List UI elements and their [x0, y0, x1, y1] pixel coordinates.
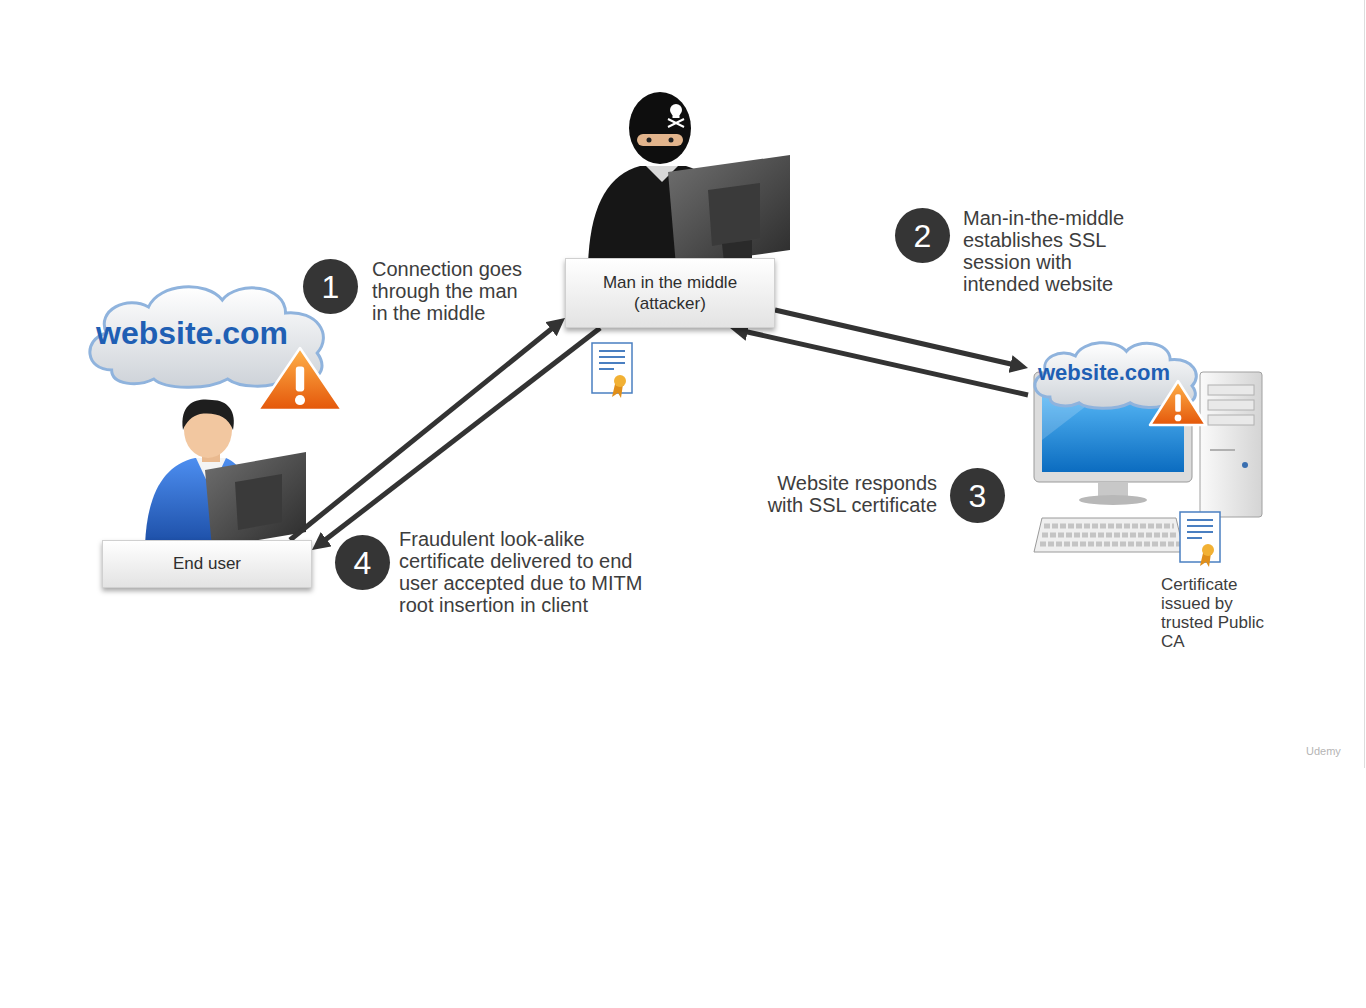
crossbone	[668, 119, 684, 127]
attacker-balaclava	[629, 92, 691, 164]
certificate-line	[599, 350, 625, 352]
crossbone	[668, 119, 684, 127]
warning-icon	[1150, 381, 1206, 425]
certificate-icon	[1180, 512, 1220, 562]
warning-mark	[1175, 394, 1181, 412]
drive-bay	[1208, 385, 1254, 395]
user-hair	[183, 399, 234, 430]
warning-dot	[1175, 415, 1182, 422]
certificate-line	[599, 356, 625, 358]
user-monitor	[205, 452, 306, 548]
flow-arrow	[744, 331, 1028, 395]
node-label: End user	[173, 553, 241, 574]
callout-number: 3	[950, 468, 1005, 523]
callout-number: 2	[895, 208, 950, 263]
warning-dot	[295, 395, 305, 405]
drive-bay	[1208, 400, 1254, 410]
certificate-line	[1187, 531, 1213, 533]
cloud-label: website.com	[1038, 359, 1170, 387]
certificate-line	[1187, 537, 1202, 539]
flow-arrow	[323, 328, 600, 541]
callout-number: 4	[335, 535, 390, 590]
flow-arrow	[775, 310, 1014, 365]
key-row	[1040, 542, 1180, 547]
attacker-eye-slit	[637, 134, 683, 146]
website-cloud: website.com	[80, 275, 333, 390]
attacker-eye	[669, 138, 674, 143]
frame-edge	[1364, 0, 1365, 768]
cloud-label: website.com	[96, 313, 288, 353]
drive-bay	[1208, 415, 1254, 425]
callout-number: 1	[303, 259, 358, 314]
power-button	[1242, 462, 1248, 468]
monitor-back	[708, 183, 760, 246]
step-description: Fraudulent look-alike certificate delive…	[399, 528, 654, 616]
warning-triangle	[258, 348, 342, 410]
key-row	[1042, 533, 1177, 538]
certificate-note: Certificate issued by trusted Public CA	[1161, 575, 1286, 651]
attacker-plate: Man in the middle (attacker)	[565, 258, 775, 328]
step-description: Man-in-the-middle establishes SSL sessio…	[963, 207, 1153, 295]
certificate-icon	[592, 343, 632, 393]
attacker-monitor	[668, 155, 790, 266]
certificate-line	[599, 368, 614, 370]
user-plate: End user	[102, 540, 312, 588]
warning-triangle	[1150, 381, 1206, 425]
certificate-line	[1187, 519, 1213, 521]
website-cloud: website.com	[1028, 335, 1203, 410]
step-description: Connection goes through the man in the m…	[372, 258, 532, 324]
certificate-line	[599, 362, 625, 364]
warning-icon	[258, 348, 342, 410]
node-label: Man in the middle (attacker)	[590, 272, 750, 315]
keyboard	[1034, 518, 1184, 552]
certificate-seal	[614, 375, 626, 387]
certificate-seal	[1202, 544, 1214, 556]
key-row	[1044, 524, 1174, 529]
attacker-eye	[647, 138, 652, 143]
monitor-base	[1079, 495, 1147, 505]
server-tower	[1200, 372, 1262, 517]
flow-arrow	[290, 327, 554, 540]
watermark: Udemy	[1306, 745, 1341, 758]
certificate-line	[1187, 525, 1213, 527]
warning-mark	[296, 367, 304, 392]
monitor-back	[235, 474, 282, 530]
tower-slot	[1210, 449, 1235, 451]
skull-jaw	[673, 113, 680, 118]
step-description: Website responds with SSL certificate	[752, 472, 937, 516]
